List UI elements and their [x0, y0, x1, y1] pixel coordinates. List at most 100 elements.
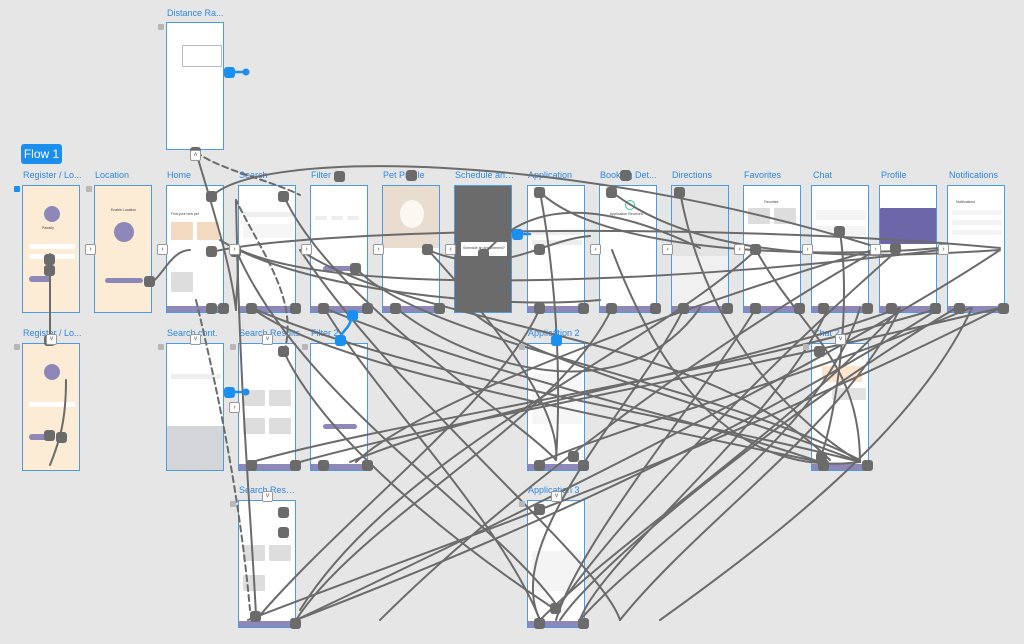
- chevron-down-icon[interactable]: ˅: [190, 334, 201, 345]
- artboard-chat[interactable]: [811, 185, 869, 313]
- link-node[interactable]: [224, 67, 235, 78]
- link-node[interactable]: [794, 303, 805, 314]
- chevron-right-icon[interactable]: ›: [445, 244, 456, 255]
- link-node[interactable]: [818, 303, 829, 314]
- email-field[interactable]: [29, 402, 75, 407]
- pet-photo[interactable]: [171, 272, 193, 292]
- link-node[interactable]: [678, 303, 689, 314]
- link-node[interactable]: [534, 460, 545, 471]
- artboard-label-filter[interactable]: Filter: [311, 170, 331, 180]
- link-node[interactable]: [862, 303, 873, 314]
- result-card[interactable]: [243, 575, 265, 591]
- artboard-label-application[interactable]: Application: [528, 170, 573, 180]
- link-node[interactable]: [886, 303, 897, 314]
- result-card[interactable]: [243, 545, 265, 561]
- chevron-right-icon[interactable]: ›: [85, 244, 96, 255]
- link-node[interactable]: [550, 603, 561, 614]
- search-list[interactable]: [243, 224, 293, 238]
- link-node[interactable]: [44, 254, 55, 265]
- link-node[interactable]: [620, 170, 631, 181]
- chevron-up-icon[interactable]: ˄: [190, 150, 201, 161]
- link-node[interactable]: [246, 303, 257, 314]
- chevron-right-icon[interactable]: ›: [157, 244, 168, 255]
- artboard-label-chat[interactable]: Chat: [813, 170, 833, 180]
- link-node[interactable]: [278, 527, 289, 538]
- result-card[interactable]: [269, 390, 291, 406]
- favorite-card[interactable]: [774, 208, 796, 224]
- link-node[interactable]: [834, 226, 845, 237]
- link-node[interactable]: [512, 229, 523, 240]
- artboard-search[interactable]: [238, 185, 296, 313]
- notification-row[interactable]: [952, 210, 1002, 215]
- link-node[interactable]: [290, 618, 301, 629]
- apply-filter-button[interactable]: [323, 424, 357, 429]
- link-node[interactable]: [862, 460, 873, 471]
- link-node[interactable]: [250, 611, 261, 622]
- link-node[interactable]: [206, 303, 217, 314]
- link-node[interactable]: [816, 452, 827, 463]
- link-node[interactable]: [206, 246, 217, 257]
- link-node[interactable]: [578, 460, 589, 471]
- artboard-label-distance[interactable]: Distance Ra...: [167, 8, 224, 18]
- artboard-search-results-2[interactable]: [238, 500, 296, 628]
- artboard-label-favorites[interactable]: Favorites: [744, 170, 782, 180]
- artboard-filter-2[interactable]: [310, 343, 368, 471]
- link-node[interactable]: [534, 504, 545, 515]
- link-node[interactable]: [534, 187, 545, 198]
- link-node[interactable]: [650, 303, 661, 314]
- chevron-right-icon[interactable]: ›: [870, 244, 881, 255]
- link-node[interactable]: [44, 265, 55, 276]
- link-node[interactable]: [814, 346, 825, 357]
- link-node[interactable]: [290, 303, 301, 314]
- link-node[interactable]: [750, 303, 761, 314]
- search-input[interactable]: [243, 212, 293, 217]
- chevron-right-icon[interactable]: ›: [662, 244, 673, 255]
- artboard-filter[interactable]: [310, 185, 368, 313]
- link-node[interactable]: [422, 244, 433, 255]
- signup-button[interactable]: [29, 434, 51, 440]
- chevron-down-icon[interactable]: ˅: [835, 334, 846, 345]
- search-input[interactable]: [171, 374, 221, 379]
- link-node[interactable]: [278, 191, 289, 202]
- artboard-booking[interactable]: Application Received: [599, 185, 657, 313]
- tab-bar[interactable]: [239, 621, 295, 627]
- link-node[interactable]: [818, 460, 829, 471]
- link-node[interactable]: [362, 460, 373, 471]
- link-node[interactable]: [998, 303, 1009, 314]
- link-node[interactable]: [56, 432, 67, 443]
- link-node[interactable]: [278, 507, 289, 518]
- artboard-label-register[interactable]: Register / Lo...: [23, 170, 82, 180]
- email-field[interactable]: [29, 244, 75, 249]
- artboard-label-search[interactable]: Search: [239, 170, 268, 180]
- link-node[interactable]: [534, 244, 545, 255]
- artboard-notifications[interactable]: Notifications: [947, 185, 1005, 313]
- login-button[interactable]: [29, 276, 51, 282]
- link-node[interactable]: [278, 346, 289, 357]
- artboard-location[interactable]: Enable Location: [94, 185, 152, 313]
- chevron-right-icon[interactable]: ›: [229, 244, 240, 255]
- link-node[interactable]: [674, 187, 685, 198]
- pet-card[interactable]: [197, 222, 219, 240]
- application-form[interactable]: [532, 374, 582, 424]
- link-node[interactable]: [890, 243, 901, 254]
- artboard-search-cont[interactable]: [166, 343, 224, 471]
- link-node[interactable]: [335, 335, 346, 346]
- chevron-down-icon[interactable]: ˅: [46, 334, 57, 345]
- chevron-right-icon[interactable]: ›: [301, 244, 312, 255]
- favorite-card[interactable]: [748, 208, 770, 224]
- link-node[interactable]: [930, 303, 941, 314]
- result-card[interactable]: [243, 418, 265, 434]
- link-node[interactable]: [218, 303, 229, 314]
- application-field[interactable]: [532, 230, 582, 235]
- link-node[interactable]: [434, 303, 445, 314]
- artboard-profile[interactable]: [879, 185, 937, 313]
- chat-row[interactable]: [816, 210, 866, 220]
- link-node[interactable]: [750, 244, 761, 255]
- link-node[interactable]: [224, 387, 235, 398]
- notification-row[interactable]: [952, 220, 1002, 225]
- chevron-right-icon[interactable]: ›: [938, 244, 949, 255]
- result-card[interactable]: [269, 545, 291, 561]
- chevron-right-icon[interactable]: ›: [373, 244, 384, 255]
- calendar-picker[interactable]: [532, 551, 582, 591]
